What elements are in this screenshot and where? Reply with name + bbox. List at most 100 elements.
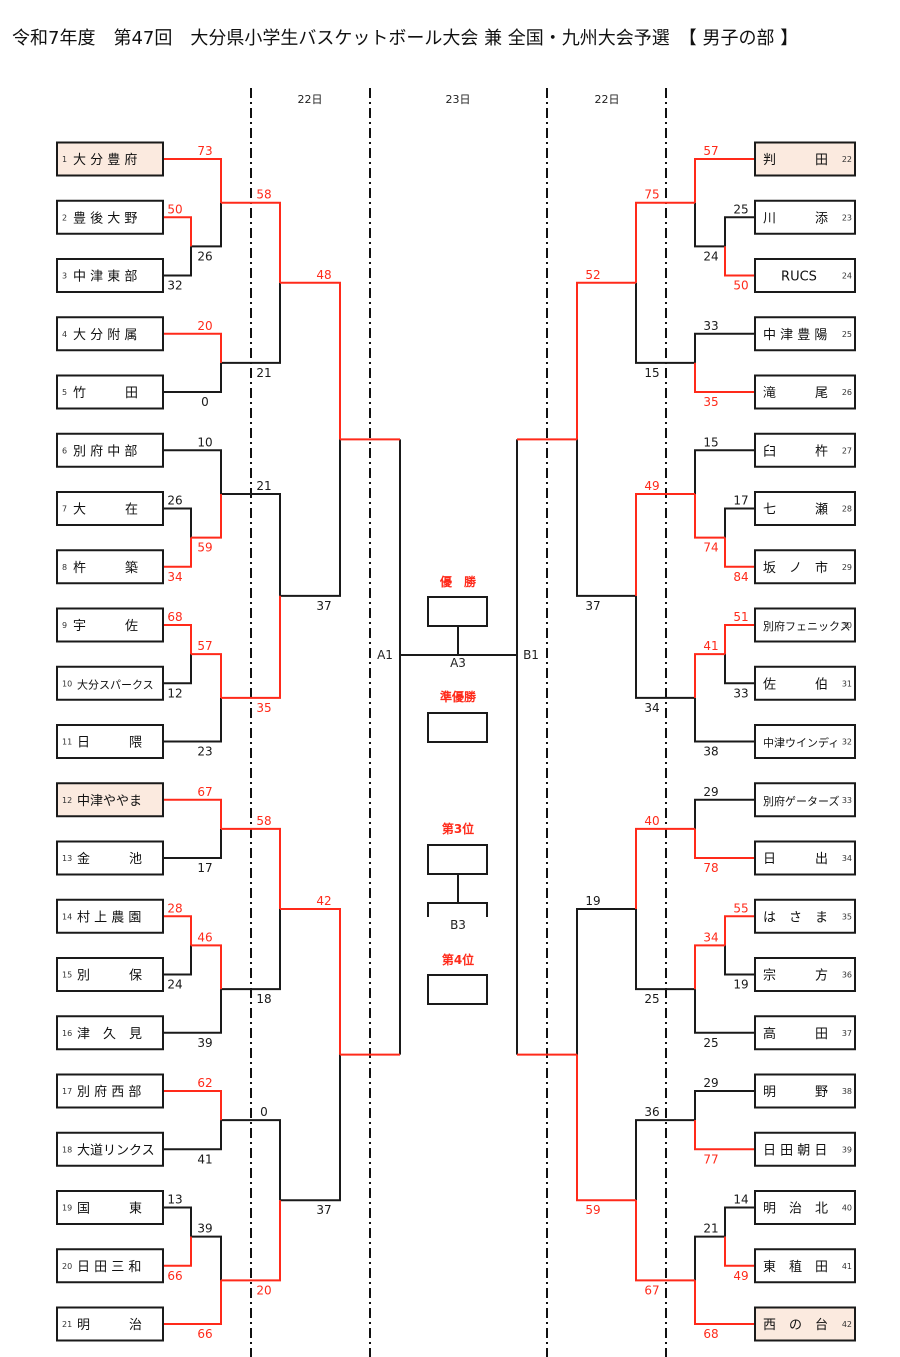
bracket-line bbox=[280, 907, 341, 1055]
score-label: 67 bbox=[197, 785, 212, 799]
score-label: 26 bbox=[197, 249, 212, 263]
bracket-line bbox=[694, 1120, 755, 1151]
score-label: 38 bbox=[703, 745, 718, 759]
bracket-line bbox=[221, 201, 281, 283]
score-label: 59 bbox=[197, 541, 212, 555]
team-name: 別 府 西 部 bbox=[77, 1085, 141, 1100]
bracket-line bbox=[694, 202, 725, 248]
team-box bbox=[56, 199, 164, 235]
team-name: 日 田 朝 日 bbox=[763, 1143, 827, 1158]
score-label: 46 bbox=[197, 930, 212, 944]
bracket-line bbox=[724, 624, 755, 655]
bracket-line bbox=[694, 1280, 755, 1325]
bracket-line bbox=[163, 697, 222, 743]
score-label: 50 bbox=[167, 202, 182, 216]
bracket-line bbox=[191, 493, 222, 539]
team-box bbox=[56, 840, 164, 876]
team-box bbox=[56, 1306, 164, 1342]
bracket-line bbox=[221, 595, 281, 699]
team-name: 東 稙 田 bbox=[763, 1259, 828, 1275]
semifinal-left-code: A1 bbox=[377, 648, 393, 662]
champion-label: 優 勝 bbox=[439, 574, 477, 589]
score-label: 20 bbox=[197, 319, 212, 333]
team-number: 42 bbox=[842, 1320, 852, 1329]
score-label: 55 bbox=[733, 901, 748, 915]
score-label: 33 bbox=[733, 686, 748, 700]
team-number: 38 bbox=[842, 1087, 852, 1096]
score-label: 20 bbox=[256, 1283, 271, 1297]
team-name: 杵 築 bbox=[73, 561, 138, 576]
score-label: 34 bbox=[703, 930, 718, 944]
team-number: 35 bbox=[842, 912, 852, 921]
team-name: 明 治 bbox=[77, 1318, 142, 1333]
team-box bbox=[754, 724, 856, 759]
team-box bbox=[56, 141, 164, 177]
bracket-line bbox=[163, 1280, 222, 1325]
team-number: 9 bbox=[62, 621, 67, 630]
team-box bbox=[56, 1073, 164, 1109]
runner-up-label: 準優勝 bbox=[440, 689, 477, 704]
team-box bbox=[56, 316, 164, 352]
bracket-line bbox=[635, 595, 695, 699]
team-entry: 23川 添 bbox=[754, 199, 856, 235]
score-label: 25 bbox=[733, 202, 748, 216]
score-label: 41 bbox=[703, 639, 718, 653]
team-number: 32 bbox=[842, 738, 852, 747]
team-name: 宗 方 bbox=[763, 968, 828, 984]
score-label: 19 bbox=[733, 978, 748, 992]
team-number: 17 bbox=[62, 1087, 72, 1096]
score-label: 18 bbox=[256, 992, 271, 1006]
team-name: 中 津 東 部 bbox=[73, 269, 137, 285]
team-number: 31 bbox=[842, 679, 852, 688]
team-box bbox=[56, 1248, 164, 1284]
team-name: 滝 尾 bbox=[763, 386, 828, 401]
bracket-line bbox=[221, 282, 281, 364]
team-box bbox=[56, 549, 164, 585]
day-label-right: 22日 bbox=[595, 93, 620, 106]
team-number: 6 bbox=[62, 446, 67, 455]
team-entry: 42西 の 台 bbox=[754, 1306, 856, 1342]
final-code: A3 bbox=[450, 656, 466, 670]
team-number: 26 bbox=[842, 388, 852, 397]
score-label: 57 bbox=[197, 639, 212, 653]
score-label: 58 bbox=[256, 814, 271, 828]
score-label: 39 bbox=[197, 1036, 212, 1050]
score-label: 24 bbox=[167, 978, 182, 992]
team-name: 明 野 bbox=[763, 1085, 828, 1100]
team-number: 15 bbox=[62, 971, 72, 980]
score-label: 32 bbox=[167, 279, 182, 293]
bracket-line bbox=[163, 449, 222, 494]
bracket-line bbox=[163, 654, 192, 685]
team-name: 佐 伯 bbox=[763, 677, 828, 692]
team-name: 別府ゲーターズ bbox=[763, 794, 839, 808]
score-label: 25 bbox=[644, 992, 659, 1006]
team-number: 39 bbox=[842, 1145, 852, 1154]
team-number: 36 bbox=[842, 971, 852, 980]
bracket-line bbox=[724, 945, 755, 976]
bracket-line bbox=[635, 201, 695, 283]
score-label: 35 bbox=[256, 701, 271, 715]
bracket-line bbox=[221, 492, 281, 596]
score-label: 26 bbox=[167, 494, 182, 508]
team-box bbox=[56, 1015, 164, 1051]
bracket-line bbox=[280, 281, 341, 440]
score-label: 50 bbox=[733, 279, 748, 293]
team-number: 19 bbox=[62, 1204, 72, 1213]
team-entry: 38 明 野 bbox=[754, 1073, 856, 1109]
score-label: 77 bbox=[703, 1152, 718, 1166]
score-label: 15 bbox=[644, 366, 659, 380]
bracket-line bbox=[191, 1235, 222, 1281]
bracket-line bbox=[694, 828, 755, 859]
bracket-line bbox=[163, 798, 222, 829]
team-name: 七 瀬 bbox=[763, 503, 828, 518]
bracket-line bbox=[163, 1120, 222, 1151]
team-box bbox=[56, 898, 164, 934]
team-name: は さ ま bbox=[763, 910, 828, 925]
team-name: 中津ウインディ bbox=[763, 736, 839, 750]
